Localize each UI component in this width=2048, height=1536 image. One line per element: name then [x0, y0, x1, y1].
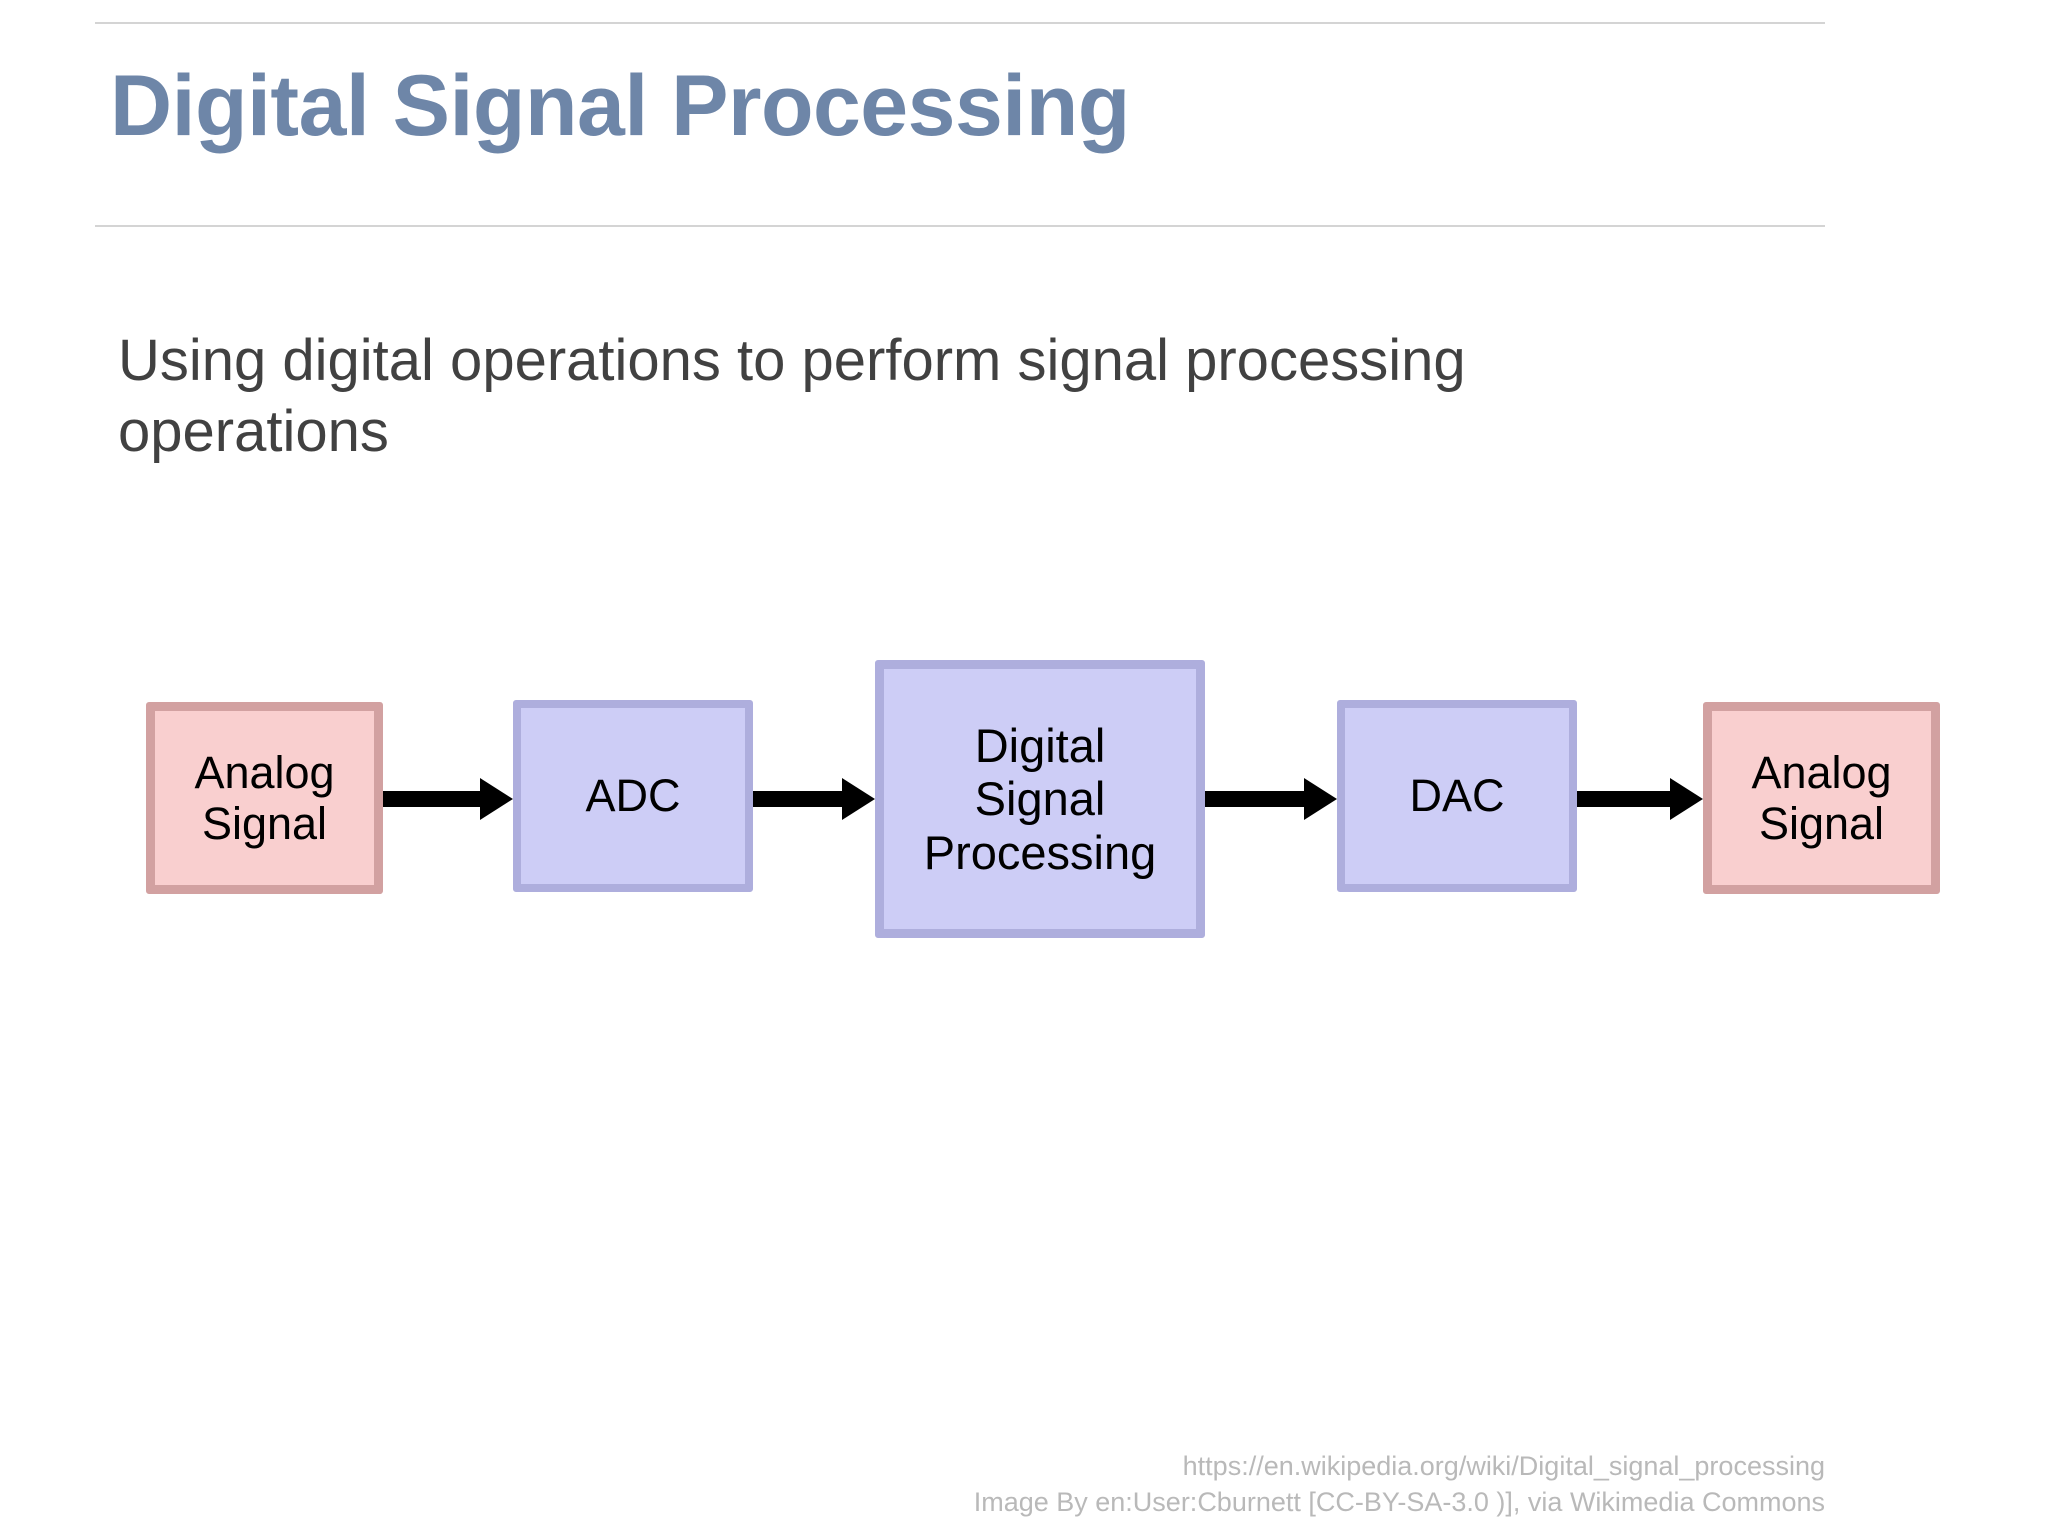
subtitle-block: Using digital operations to perform sign…	[118, 326, 1948, 468]
arrow-head-icon	[1670, 778, 1703, 820]
diagram-node-adc: ADC	[513, 700, 753, 892]
node-label-dac: DAC	[1409, 770, 1505, 822]
header-rule-bottom	[95, 225, 1825, 227]
subtitle-line-2: operations	[118, 398, 389, 464]
node-label-dsp: Digital Signal Processing	[923, 718, 1157, 879]
diagram-node-analog-input: Analog Signal	[146, 702, 383, 894]
diagram-arrow-dac-to-analog	[1577, 778, 1703, 820]
node-label-analog-input: Analog Signal	[194, 746, 335, 849]
diagram-arrow-adc-to-dsp	[753, 778, 875, 820]
header-rule-top	[95, 22, 1825, 24]
arrow-head-icon	[1304, 778, 1337, 820]
arrow-head-icon	[842, 778, 875, 820]
node-label-analog-output: Analog Signal	[1751, 746, 1892, 849]
arrow-shaft	[1205, 791, 1304, 807]
attribution-block: https://en.wikipedia.org/wiki/Digital_si…	[974, 1448, 1825, 1521]
node-label-adc: ADC	[585, 770, 681, 822]
attribution-image-credit: Image By en:User:Cburnett [CC-BY-SA-3.0 …	[973, 1487, 1825, 1518]
diagram-node-analog-output: Analog Signal	[1703, 702, 1940, 894]
page-title: Digital Signal Processing	[110, 58, 1130, 154]
arrow-shaft	[383, 791, 480, 807]
diagram-arrow-dsp-to-dac	[1205, 778, 1337, 820]
arrow-head-icon	[480, 778, 513, 820]
diagram-arrow-analog-to-adc	[383, 778, 513, 820]
attribution-source-url: https://en.wikipedia.org/wiki/Digital_si…	[1182, 1451, 1825, 1481]
subtitle-line-1: Using digital operations to perform sign…	[118, 328, 1466, 393]
arrow-shaft	[1577, 791, 1670, 807]
arrow-shaft	[753, 791, 842, 807]
dsp-block-diagram: Analog Signal ADC Digital Signal Process…	[0, 650, 2048, 960]
diagram-node-dac: DAC	[1337, 700, 1577, 892]
diagram-node-dsp: Digital Signal Processing	[875, 660, 1205, 938]
